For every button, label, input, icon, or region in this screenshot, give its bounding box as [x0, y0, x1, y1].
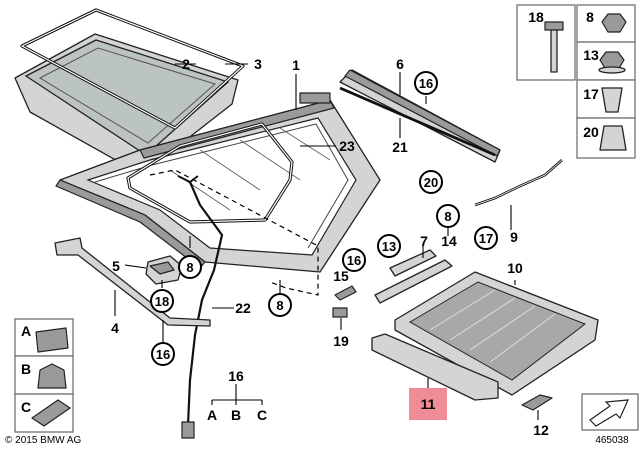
group16-b: B — [231, 407, 241, 423]
callout-16-a: 16 — [419, 76, 433, 91]
callout-8-a: 8 — [444, 209, 451, 224]
retainer-clip-icon — [599, 125, 627, 151]
copyright-text: © 2015 BMW AG — [5, 435, 82, 446]
clip-part[interactable] — [332, 307, 348, 318]
callout-13: 13 — [382, 239, 396, 254]
callout-8-b: 8 — [186, 260, 193, 275]
legend-c: C — [21, 399, 31, 415]
callout-9: 9 — [510, 229, 518, 245]
legend-right: 18 8 13 17 20 — [516, 4, 636, 159]
cable-part[interactable] — [474, 159, 563, 207]
callout-17: 17 — [479, 231, 493, 246]
legend-8: 8 — [586, 9, 594, 25]
glass-seal-part[interactable] — [20, 8, 245, 130]
orientation-arrow-icon — [589, 399, 629, 427]
slide-part[interactable] — [334, 285, 357, 301]
spring-clip-icon — [601, 87, 623, 113]
callout-23: 23 — [339, 138, 355, 154]
bracket-part[interactable] — [521, 394, 553, 411]
callout-20: 20 — [424, 175, 438, 190]
highlight-box-11 — [409, 388, 447, 420]
legend-17: 17 — [583, 86, 599, 102]
callout-10: 10 — [507, 260, 523, 276]
sunshade-part[interactable] — [394, 271, 599, 396]
callout-3: 3 — [254, 56, 262, 72]
callout-21: 21 — [392, 139, 408, 155]
leader-lines — [114, 63, 539, 420]
hex-nut-icon — [601, 13, 627, 33]
group16-number: 16 — [228, 368, 244, 384]
callout-7: 7 — [420, 233, 428, 249]
legend-20: 20 — [583, 124, 599, 140]
callout-4: 4 — [111, 320, 119, 336]
rail-seal-part[interactable] — [339, 86, 496, 157]
callout-15: 15 — [333, 268, 349, 284]
callout-11: 11 — [421, 396, 436, 412]
diagram-id: 465038 — [595, 435, 629, 446]
drain-hose-part[interactable] — [177, 175, 224, 439]
callout-2: 2 — [182, 56, 190, 72]
legend-a: A — [21, 323, 31, 339]
callout-6: 6 — [396, 56, 404, 72]
group16-a: A — [207, 407, 217, 423]
callout-1: 1 — [292, 57, 300, 73]
clip-a-icon — [35, 327, 69, 353]
sunshade-handle-part[interactable] — [371, 333, 499, 401]
legend-18: 18 — [528, 9, 544, 25]
group16-bracket — [211, 384, 263, 405]
dashed-outline — [149, 169, 319, 296]
legend-b: B — [21, 361, 31, 377]
callout-12: 12 — [533, 422, 549, 438]
callout-16-b: 16 — [347, 253, 361, 268]
legend-13: 13 — [583, 47, 599, 63]
flange-nut-icon — [598, 51, 626, 74]
group16-c: C — [257, 407, 267, 423]
guide-part[interactable] — [374, 249, 453, 304]
callout-16-c: 16 — [156, 347, 170, 362]
side-strip-part[interactable] — [54, 237, 211, 327]
callout-18: 18 — [155, 294, 169, 309]
frame-seal-part[interactable] — [126, 122, 294, 224]
bolt-icon — [544, 21, 564, 73]
legend-left: A B C — [14, 318, 74, 433]
drive-motor-part[interactable] — [145, 255, 183, 285]
callout-19: 19 — [333, 333, 349, 349]
diagram-id-box: 465038 — [581, 393, 639, 446]
clip-b-icon — [37, 363, 67, 389]
callout-5: 5 — [112, 258, 120, 274]
clip-c-icon — [31, 399, 71, 427]
callout-8-c: 8 — [276, 298, 283, 313]
callout-14: 14 — [441, 233, 457, 249]
callout-22: 22 — [235, 300, 251, 316]
